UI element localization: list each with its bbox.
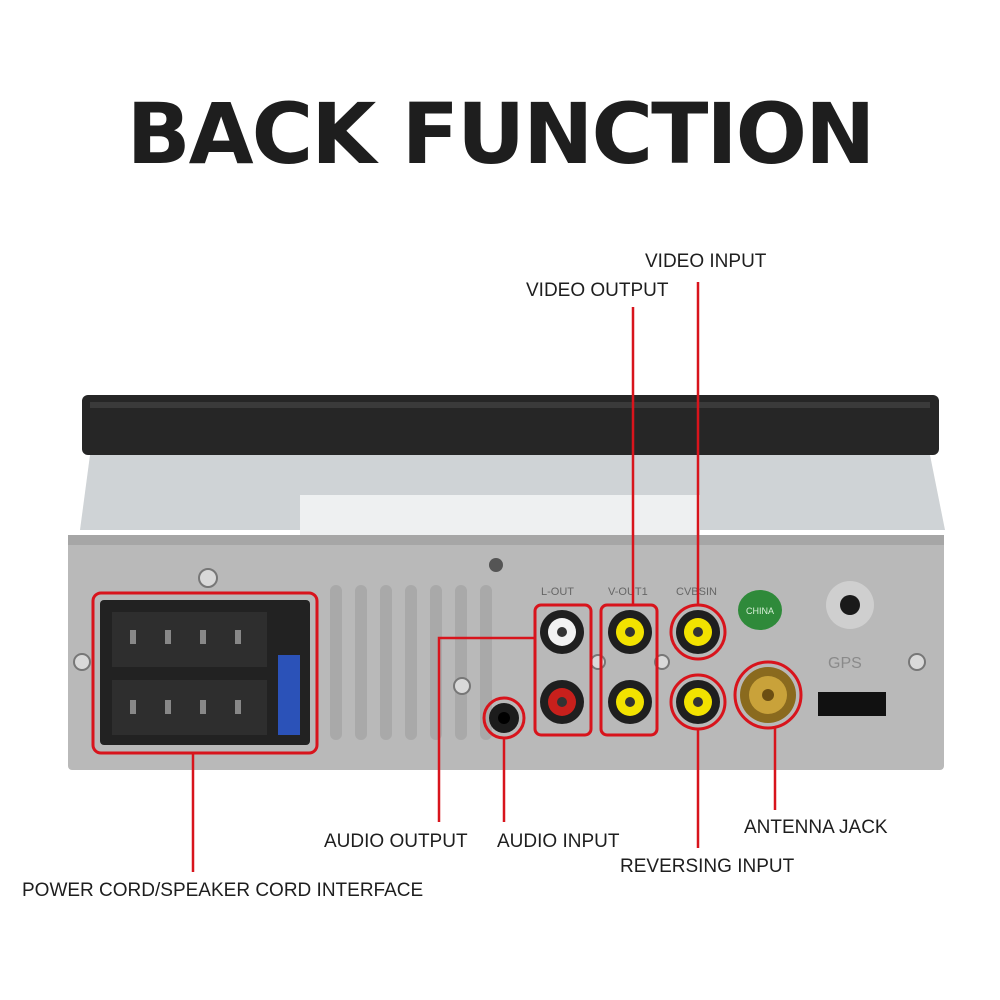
highlight-power-connector <box>91 591 319 755</box>
callout-line-audio-output <box>437 636 535 822</box>
gps-port <box>826 581 874 629</box>
rca-audio-right-jack <box>540 680 584 724</box>
antenna-jack <box>740 667 796 723</box>
rca-audio-left-jack <box>540 610 584 654</box>
panel-label-gps: GPS <box>828 655 862 672</box>
highlight-antenna-jack <box>733 660 803 730</box>
china-badge: CHINA <box>738 590 782 630</box>
label-power-cord: POWER CORD/SPEAKER CORD INTERFACE <box>22 880 424 901</box>
front-bezel <box>82 395 939 455</box>
top-sticker <box>300 495 700 540</box>
label-antenna-jack: ANTENNA JACK <box>744 817 888 838</box>
label-video-output: VIDEO OUTPUT <box>526 280 669 301</box>
rca-video-out-jack-2 <box>608 680 652 724</box>
label-video-input: VIDEO INPUT <box>645 251 767 272</box>
page-title: BACK FUNCTION <box>126 85 876 183</box>
top-cover <box>80 455 945 530</box>
usb-slot <box>818 692 886 716</box>
badge-text: CHINA <box>746 606 774 616</box>
vent-slots <box>330 585 492 740</box>
rca-video-in-jack <box>676 610 720 654</box>
label-audio-input: AUDIO INPUT <box>497 831 620 852</box>
label-audio-output: AUDIO OUTPUT <box>324 831 468 852</box>
rca-reversing-jack <box>676 680 720 724</box>
panel-label-cvbsin: CVBSIN <box>676 586 717 598</box>
highlight-video-output <box>599 603 659 737</box>
iso-connector <box>100 600 310 745</box>
panel-label-lout: L-OUT <box>541 586 574 598</box>
rca-video-out-jack-1 <box>608 610 652 654</box>
highlight-audio-output <box>533 603 593 737</box>
panel-label-vout: V-OUT1 <box>608 586 648 598</box>
audio-input-jack <box>489 703 519 733</box>
label-reversing-input: REVERSING INPUT <box>620 856 795 877</box>
